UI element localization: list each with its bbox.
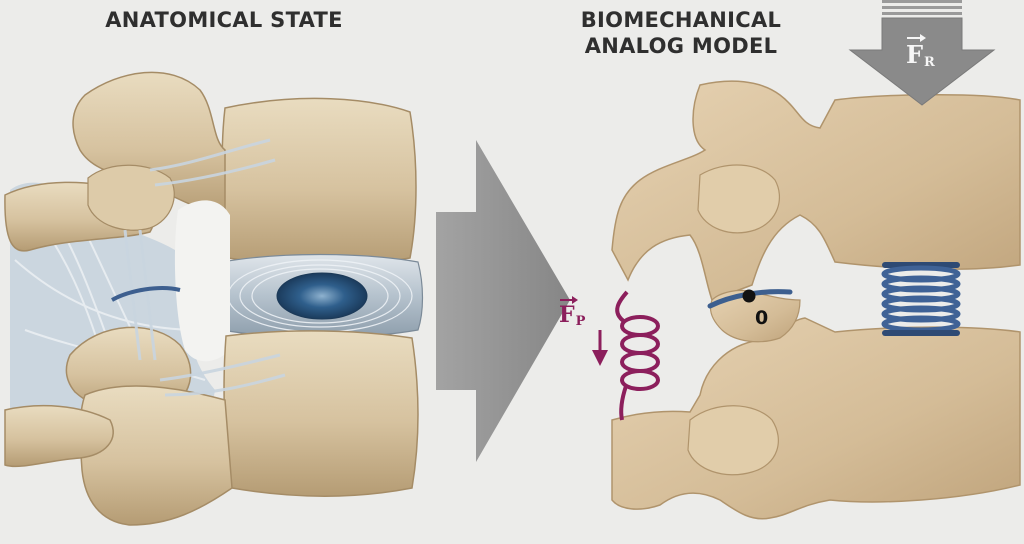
spinal-canal [174, 200, 230, 362]
pivot-label: 0 [755, 307, 769, 329]
model-upper-block [611, 80, 1021, 301]
facet-ligaments [123, 138, 286, 397]
resultant-force-subscript: R [924, 55, 935, 70]
posterior-force-label: FP [559, 296, 586, 329]
resultant-force-symbol: F [906, 34, 927, 69]
analog-model-heading-line2: ANALOG MODEL [584, 34, 778, 58]
analog-model-heading: BIOMECHANICAL ANALOG MODEL [556, 7, 806, 59]
anatomical-vertebrae-illustration [4, 71, 424, 526]
compression-spring-icon [881, 262, 961, 336]
model-lower-facet [687, 405, 779, 476]
lower-spinous-process [79, 385, 233, 526]
upper-vertebral-body [221, 97, 417, 266]
tension-spring-icon [615, 290, 660, 421]
pivot-point-icon [742, 289, 756, 303]
analog-model-heading-line1: BIOMECHANICAL [580, 8, 782, 32]
posterior-force-subscript: P [575, 314, 586, 329]
intervertebral-disc [216, 253, 424, 339]
lower-vertebral-body [223, 330, 419, 497]
analog-model-illustration [592, 0, 1021, 520]
posterior-force-symbol: F [559, 296, 578, 328]
anatomical-state-heading: ANATOMICAL STATE [105, 8, 343, 32]
transition-arrow-icon [436, 140, 570, 462]
upper-facet [87, 164, 175, 231]
model-lower-block [611, 317, 1021, 520]
nucleus-pulposus [276, 272, 368, 320]
anatomical-joint-capsule [111, 286, 181, 302]
lower-transverse-process [4, 404, 114, 468]
force-arrow-down-icon [848, 0, 996, 106]
resultant-force-label: FR [906, 34, 935, 70]
posterior-force-arrow-icon [592, 330, 608, 366]
model-upper-facet [697, 164, 780, 234]
